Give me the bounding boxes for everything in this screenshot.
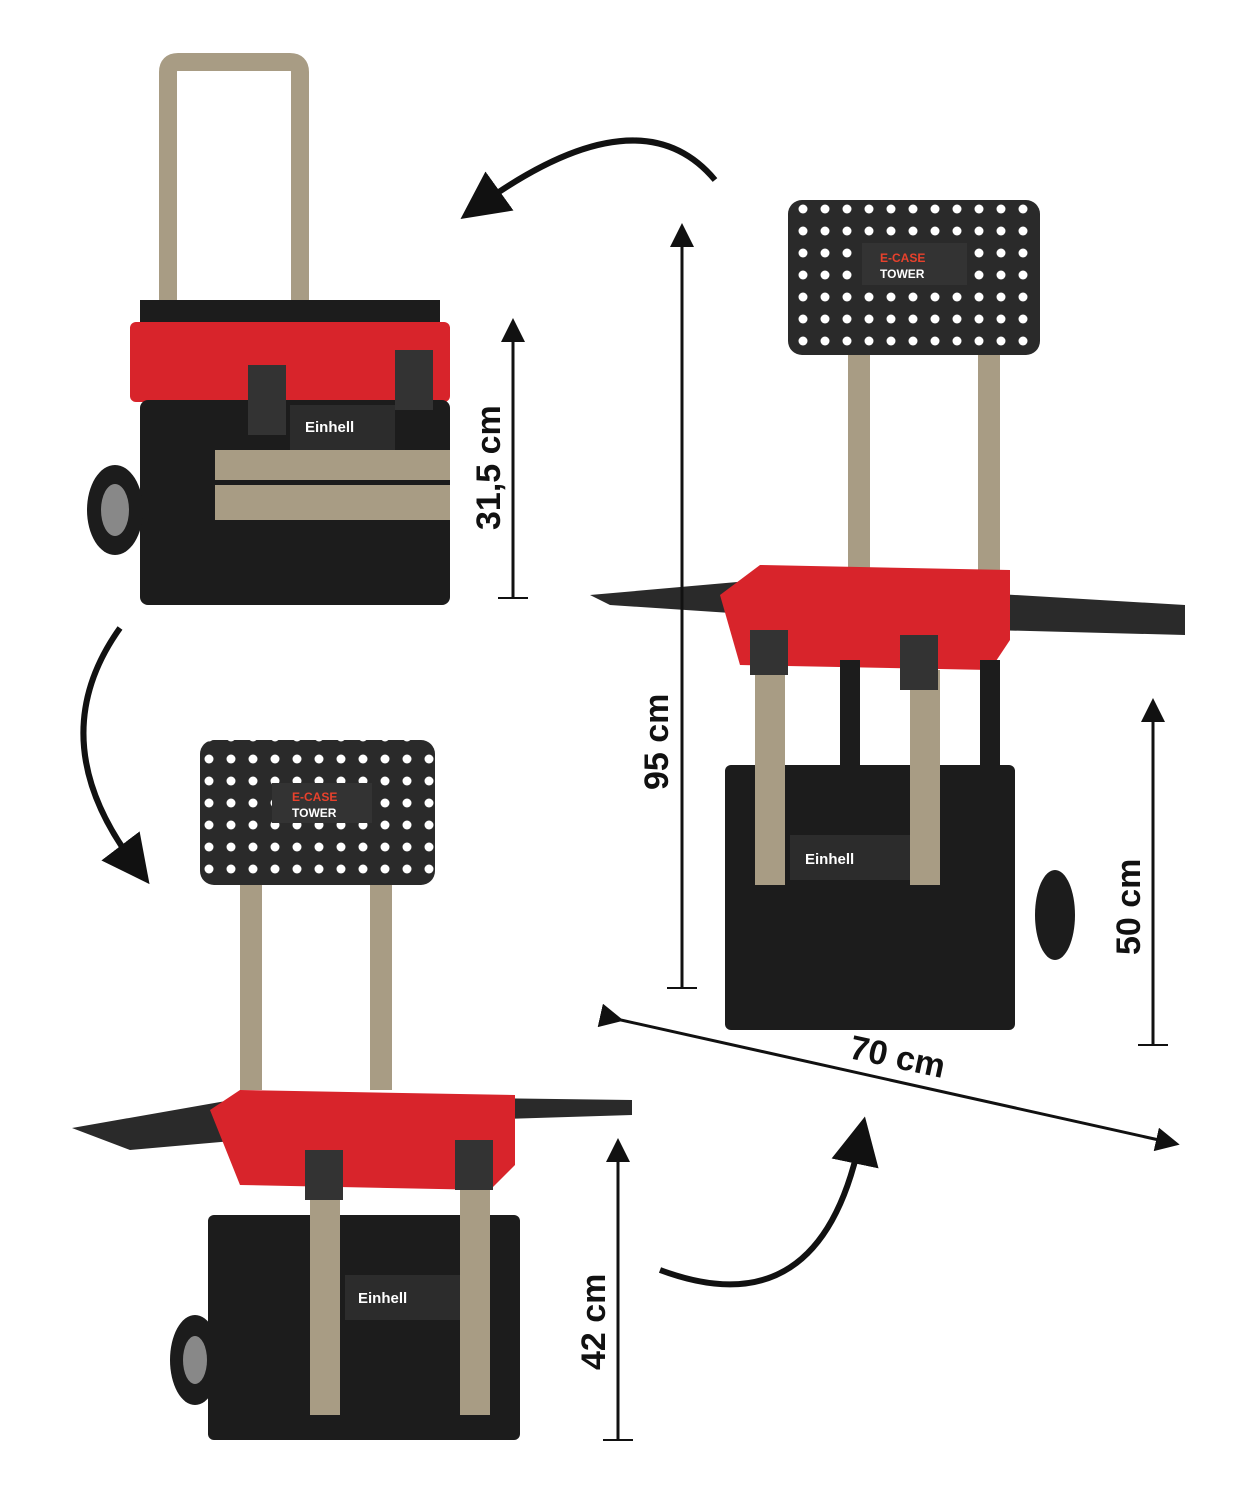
brand-logo: Einhell [805, 851, 854, 868]
low-tower-product: E-CASE TOWER Einhell [72, 740, 632, 1440]
closed-case-product: Einhell [87, 53, 450, 605]
product-label-line1: E-CASE [292, 790, 337, 804]
table-height-low-label: 42 cm [575, 1274, 613, 1370]
table-width-label: 70 cm [846, 1029, 948, 1086]
case-height-label: 31,5 cm [470, 405, 508, 530]
table-width-arrow [597, 1003, 1180, 1152]
product-label-line2: TOWER [880, 267, 925, 281]
curved-arrow-top [460, 137, 718, 220]
table-height-tall-label: 50 cm [1110, 859, 1148, 955]
product-label-line1: E-CASE [880, 251, 925, 265]
tower-height-label: 95 cm [638, 694, 676, 790]
curved-arrow-bottom [658, 1116, 879, 1288]
brand-logo: Einhell [358, 1290, 407, 1307]
curved-arrow-left [80, 626, 150, 885]
tall-tower-product: E-CASE TOWER Einhell [590, 200, 1185, 1030]
product-label-line2: TOWER [292, 806, 337, 820]
brand-logo: Einhell [305, 419, 354, 436]
